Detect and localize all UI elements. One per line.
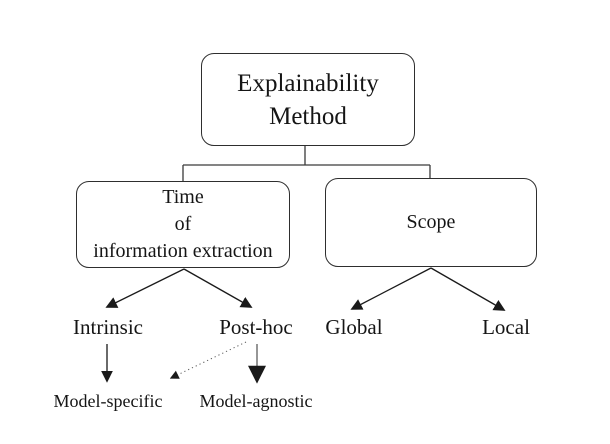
node-time-line3: information extraction [93,240,273,262]
arrow-time-to-posthoc [183,268,253,308]
label-post-hoc: Post-hoc [219,315,293,339]
label-intrinsic: Intrinsic [73,315,143,339]
label-local: Local [482,315,530,339]
arrow-posthoc-to-model-specific-dotted [169,341,247,379]
node-time-of-information-extraction: Time of information extraction [76,181,290,268]
connector-root-to-children [182,146,431,181]
label-model-agnostic: Model-agnostic [199,391,313,411]
node-time-line2: of [174,213,192,235]
node-explainability-method-line1: Explainability [237,69,379,97]
arrow-time-to-intrinsic [105,268,185,308]
node-scope: Scope [325,178,537,267]
arrow-scope-to-local [430,267,506,311]
node-explainability-method-line2: Method [269,102,347,130]
label-global: Global [325,315,383,339]
node-scope-label: Scope [406,211,456,233]
label-model-specific: Model-specific [53,391,163,411]
node-time-line1: Time [162,186,204,208]
node-explainability-method: Explainability Method [201,53,415,146]
arrow-scope-to-global [350,267,432,310]
